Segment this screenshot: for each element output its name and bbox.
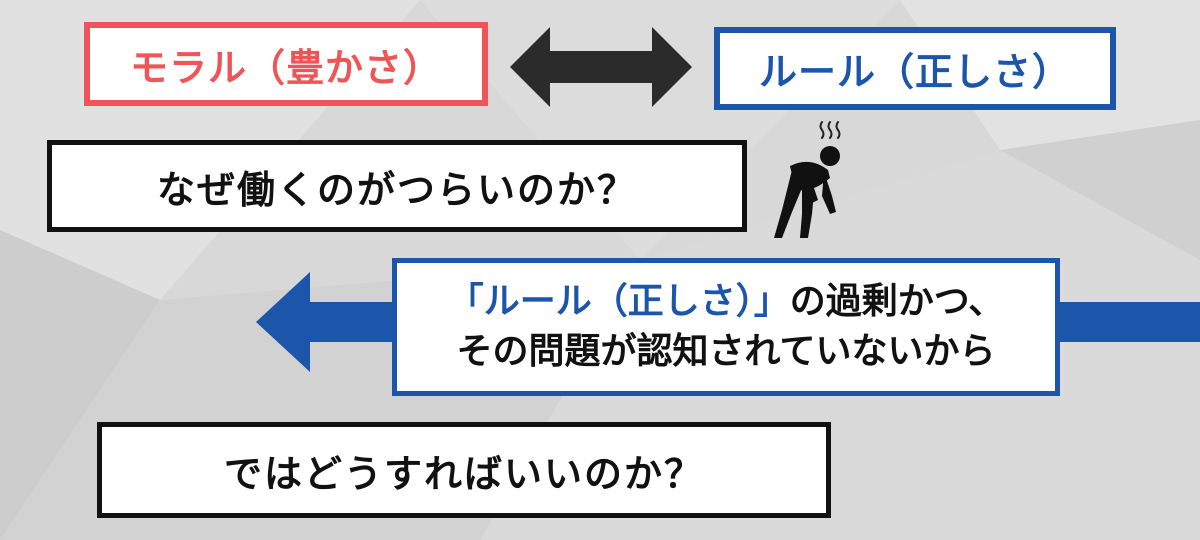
rule-label: ルール（正しさ） (758, 50, 1071, 94)
how-question-box: ではどうすればいいのか？ (97, 422, 831, 518)
moral-label: モラル（豊かさ） (129, 45, 442, 90)
reason-highlight: 「ルール（正しさ）」 (447, 281, 790, 322)
reason-box: 「ルール（正しさ）」の過剰かつ、 その問題が認知されていないから (392, 258, 1060, 396)
moral-box: モラル（豊かさ） (84, 22, 488, 106)
why-question-box: なぜ働くのがつらいのか？ (47, 140, 747, 232)
reason-line-1-rest: の過剰かつ、 (789, 281, 1005, 322)
tired-person-icon (774, 121, 841, 238)
rule-box: ルール（正しさ） (714, 27, 1116, 110)
reason-line-1: 「ルール（正しさ）」の過剰かつ、 (448, 277, 1005, 327)
how-question-text: ではどうすればいいのか？ (223, 451, 704, 496)
double-headed-arrow-icon (510, 27, 692, 107)
why-question-text: なぜ働くのがつらいのか？ (156, 167, 637, 212)
reason-line-2: その問題が認知されていないから (456, 331, 996, 372)
